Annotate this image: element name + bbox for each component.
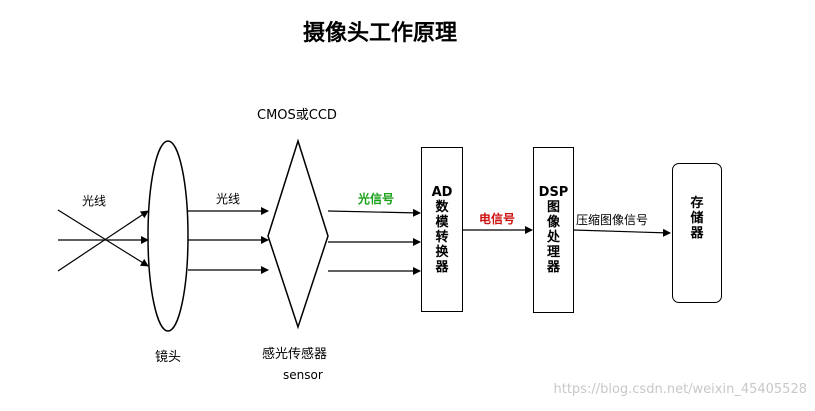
watermark: https://blog.csdn.net/weixin_45405528 <box>553 382 807 397</box>
box-text: 存 <box>690 195 704 211</box>
box-text: 器 <box>690 225 704 241</box>
sensor-to-ad-ray <box>327 208 421 217</box>
ad-converter-label: AD 数 模 转 换 器 <box>432 185 453 275</box>
box-text: 器 <box>435 259 449 275</box>
diagram-title: 摄像头工作原理 <box>302 21 457 46</box>
box-text: 像 <box>546 215 560 230</box>
box-text: 处 <box>546 230 560 245</box>
sensor-cn-label: 感光传感器 <box>262 347 328 362</box>
storage-box: 存 储 器 <box>672 163 722 303</box>
incoming-ray <box>57 209 149 267</box>
lens-ellipse <box>147 140 189 332</box>
electric-signal-label: 电信号 <box>479 212 516 226</box>
storage-label: 存 储 器 <box>690 196 703 241</box>
light-label-mid: 光线 <box>216 192 241 206</box>
box-text: 数 <box>435 199 449 215</box>
box-text: 模 <box>435 214 449 230</box>
box-text: 换 <box>435 244 449 260</box>
dsp-box: DSP 图 像 处 理 器 <box>533 147 574 313</box>
lens-label: 镜头 <box>155 350 182 365</box>
box-text: 储 <box>690 210 704 226</box>
box-text: DSP <box>538 185 569 200</box>
light-label-left: 光线 <box>82 194 107 208</box>
sensor-type-label: CMOS或CCD <box>257 108 337 123</box>
box-text: 理 <box>546 245 560 260</box>
compressed-signal-label: 压缩图像信号 <box>576 213 649 227</box>
ad-converter-box: AD 数 模 转 换 器 <box>421 147 463 312</box>
sensor-en-label: sensor <box>283 368 323 382</box>
dsp-to-storage-arrow <box>572 228 671 237</box>
box-text: 转 <box>435 229 449 245</box>
box-text: 图 <box>546 200 560 215</box>
incoming-ray <box>57 210 149 272</box>
box-text: AD <box>431 184 453 200</box>
sensor-shape <box>267 138 329 330</box>
dsp-label: DSP 图 像 处 理 器 <box>539 185 569 275</box>
light-signal-label: 光信号 <box>358 192 395 206</box>
box-text: 器 <box>546 260 560 275</box>
